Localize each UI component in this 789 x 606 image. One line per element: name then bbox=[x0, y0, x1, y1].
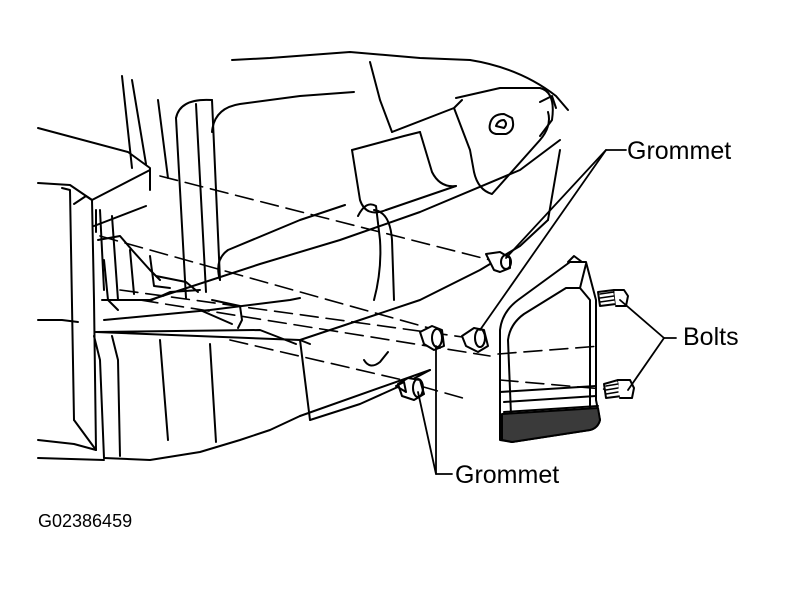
bolt-upper bbox=[597, 289, 629, 307]
grommet-middle-right bbox=[461, 327, 489, 353]
alignment-lines bbox=[99, 175, 615, 401]
vehicle-body bbox=[37, 51, 569, 299]
tail-lamp-assembly bbox=[499, 255, 601, 443]
grommet-lower bbox=[395, 377, 425, 401]
grommet-middle-left bbox=[419, 325, 445, 351]
rear-corner-panel bbox=[37, 169, 301, 461]
callout-bolts: Bolts bbox=[683, 323, 739, 351]
leader-lines bbox=[417, 149, 677, 475]
bumper-fascia bbox=[93, 139, 561, 461]
callout-grommet-top: Grommet bbox=[627, 137, 732, 165]
grommet-upper bbox=[485, 251, 512, 273]
figure-id: G02386459 bbox=[38, 511, 133, 531]
tail-lamp-lens bbox=[501, 407, 601, 443]
lamp-pocket-detail bbox=[95, 209, 243, 329]
bolt-lower bbox=[603, 379, 635, 399]
callout-grommet-bottom: Grommet bbox=[455, 461, 560, 489]
